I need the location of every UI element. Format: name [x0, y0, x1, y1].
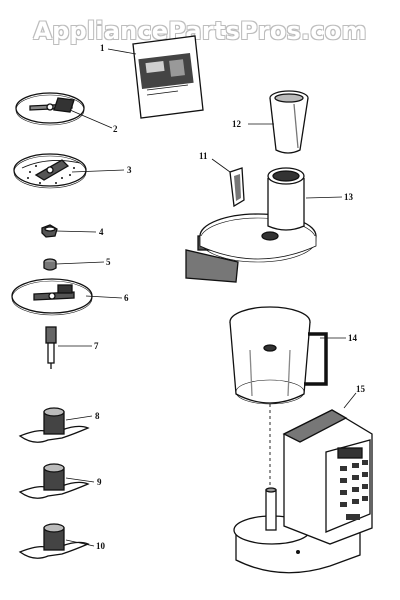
part-7-stem [45, 326, 57, 369]
leader-lines [55, 48, 357, 547]
callout-7: 7 [94, 341, 99, 351]
part-12-pusher [269, 90, 309, 154]
part-9-blade [18, 463, 90, 499]
part-2-slicing-disc [15, 92, 85, 126]
part-10-blade [18, 523, 90, 559]
part-13-cover [185, 167, 317, 283]
callout-14: 14 [348, 333, 357, 343]
callout-10: 10 [96, 541, 105, 551]
callout-11: 11 [199, 151, 208, 161]
part-3-shredding-disc [13, 153, 87, 189]
callout-13: 13 [344, 192, 353, 202]
callout-12: 12 [232, 119, 241, 129]
callout-1: 1 [100, 43, 105, 53]
part-8-blade [18, 407, 90, 443]
callout-3: 3 [127, 165, 132, 175]
watermark: AppliancePartsPros.com [33, 17, 367, 45]
callout-4: 4 [99, 227, 104, 237]
callout-5: 5 [106, 257, 111, 267]
callout-6: 6 [124, 293, 129, 303]
part-6-disc [11, 278, 93, 316]
part-5-spacer [43, 258, 57, 271]
part-15-motor-base [233, 409, 373, 574]
callout-8: 8 [95, 411, 100, 421]
part-14-work-bowl [229, 306, 328, 405]
part-4-hub [41, 224, 58, 238]
part-1-manual [132, 35, 204, 119]
callout-9: 9 [97, 477, 102, 487]
part-11-clip [229, 167, 245, 208]
callout-15: 15 [356, 384, 365, 394]
callout-2: 2 [113, 124, 118, 134]
